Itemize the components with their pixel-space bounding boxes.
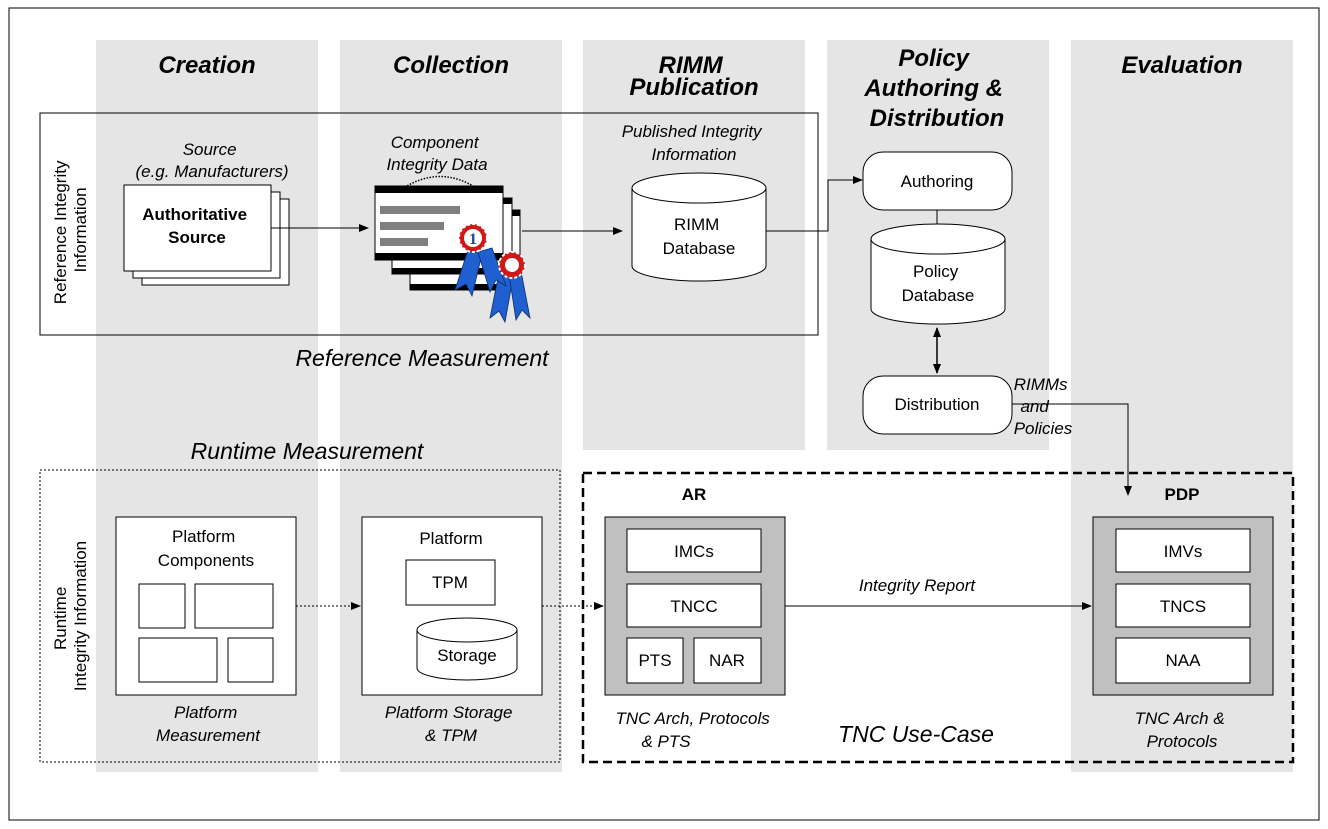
tncc-label: TNCC xyxy=(670,597,717,616)
distribution-label: Distribution xyxy=(894,395,979,414)
ar-caption: TNC Arch, Protocols & PTS xyxy=(615,709,774,751)
reference-side-label-line-2: Information xyxy=(71,187,90,272)
certificate-bar xyxy=(380,222,444,230)
platform-components-line-1: Platform xyxy=(172,527,235,546)
nar-box xyxy=(693,637,762,684)
tncs-label: TNCS xyxy=(1160,597,1206,616)
column-title-evaluation: Evaluation xyxy=(1121,52,1242,79)
policy-database-cylinder xyxy=(870,223,1006,325)
rimms-policies-label: RIMMs and Policies xyxy=(1014,375,1073,438)
rimms-policies-line-1: RIMMs xyxy=(1014,375,1068,394)
authoritative-source-box xyxy=(123,184,272,272)
tpm-label: TPM xyxy=(432,573,468,592)
reference-side-label-line-1: Reference Integrity xyxy=(51,160,70,304)
component-block xyxy=(227,637,274,683)
ar-caption-line-1: TNC Arch, Protocols xyxy=(615,709,770,728)
policy-database-label: Policy Database xyxy=(902,262,975,305)
certificate-badge-number: 1 xyxy=(469,231,477,248)
platform-storage-caption-line-1: Platform Storage xyxy=(385,703,513,722)
column-title-policy-line-3: Distribution xyxy=(870,105,1005,132)
certificate-bar xyxy=(380,206,460,214)
authoritative-source-line-1: Authoritative xyxy=(142,205,247,224)
platform-storage-caption: Platform Storage & TPM xyxy=(385,703,517,745)
published-integrity-caption: Published Integrity Information xyxy=(622,122,767,164)
certificate-stack-icon xyxy=(374,175,531,324)
rimms-policies-line-3: Policies xyxy=(1014,419,1073,438)
component-integrity-caption: Component Integrity Data xyxy=(386,133,487,174)
pdp-caption-line-2: Protocols xyxy=(1147,732,1218,751)
component-block xyxy=(138,583,186,629)
policy-database-line-2: Database xyxy=(902,286,975,305)
rimms-policies-line-2: and xyxy=(1020,397,1049,416)
runtime-side-label-line-2: Integrity Information xyxy=(71,541,90,691)
column-title-policy-line-1: Policy xyxy=(898,45,970,72)
distribution-box xyxy=(862,375,1013,435)
platform-components-line-2: Components xyxy=(158,551,254,570)
rimm-database-line-1: RIMM xyxy=(674,215,719,234)
storage-label: Storage xyxy=(437,646,497,665)
component-integrity-caption-line-1: Component xyxy=(391,133,480,152)
tncc-box xyxy=(626,583,762,628)
pdp-title: PDP xyxy=(1165,485,1200,504)
authoring-label: Authoring xyxy=(901,172,974,191)
tncs-box xyxy=(1115,583,1251,628)
runtime-measurement-title: Runtime Measurement xyxy=(191,438,425,464)
tpm-box xyxy=(405,559,496,606)
column-title-policy-line-2: Authoring & xyxy=(863,75,1003,102)
pdp-caption: TNC Arch & Protocols xyxy=(1135,709,1230,751)
pts-box xyxy=(626,637,684,684)
source-caption-line-2: (e.g. Manufacturers) xyxy=(135,162,288,181)
rimm-database-label: RIMM Database xyxy=(663,215,736,258)
imcs-box xyxy=(626,528,762,573)
naa-label: NAA xyxy=(1166,651,1202,670)
pdp-caption-line-1: TNC Arch & xyxy=(1135,709,1225,728)
platform-measurement-line-2: Measurement xyxy=(156,726,261,745)
rimm-database-cylinder xyxy=(631,172,767,282)
imvs-box xyxy=(1115,528,1251,573)
nar-label: NAR xyxy=(709,651,745,670)
imcs-label: IMCs xyxy=(674,542,714,561)
published-integrity-caption-line-1: Published Integrity xyxy=(622,122,763,141)
column-title-rimm-publication: RIMM Publication xyxy=(629,52,758,101)
storage-cylinder xyxy=(416,617,518,681)
component-block xyxy=(194,583,274,629)
rimm-database-line-2: Database xyxy=(663,239,736,258)
component-integrity-caption-line-2: Integrity Data xyxy=(386,155,487,174)
runtime-measurement-box xyxy=(39,469,561,763)
column-title-creation: Creation xyxy=(158,52,255,79)
tnc-use-case-title: TNC Use-Case xyxy=(838,721,994,747)
platform-components-label: Platform Components xyxy=(158,527,254,570)
column-title-policy: Policy Authoring & Distribution xyxy=(863,45,1009,132)
certificate-bar xyxy=(380,238,428,246)
authoritative-source-line-2: Source xyxy=(168,228,226,247)
platform-measurement-caption: Platform Measurement xyxy=(156,703,261,745)
source-caption-line-1: Source xyxy=(183,140,237,159)
pts-label: PTS xyxy=(638,651,671,670)
authoritative-source-label: Authoritative Source xyxy=(142,205,252,247)
column-title-rimm-line-1: RIMM xyxy=(659,52,724,79)
integrity-report-label: Integrity Report xyxy=(859,576,976,595)
runtime-side-label-line-1: Runtime xyxy=(51,587,70,650)
runtime-side-label: Runtime Integrity Information xyxy=(51,541,90,691)
column-title-collection: Collection xyxy=(393,52,509,79)
tnc-use-case-box xyxy=(581,471,1295,764)
component-block xyxy=(138,637,218,683)
policy-database-line-1: Policy xyxy=(913,262,959,281)
distribution-to-pdp-arrow xyxy=(1012,403,1132,496)
reference-measurement-box xyxy=(39,112,819,336)
published-integrity-caption-line-2: Information xyxy=(651,145,736,164)
platform-label: Platform xyxy=(419,529,482,548)
reference-measurement-title: Reference Measurement xyxy=(295,345,550,371)
imvs-label: IMVs xyxy=(1164,542,1203,561)
ar-title: AR xyxy=(682,485,707,504)
ar-caption-line-2: & PTS xyxy=(641,732,691,751)
reference-side-label: Reference Integrity Information xyxy=(51,156,90,304)
column-title-rimm-line-2: Publication xyxy=(629,74,758,101)
platform-storage-caption-line-2: & TPM xyxy=(425,726,478,745)
platform-measurement-line-1: Platform xyxy=(174,703,237,722)
source-caption: Source (e.g. Manufacturers) xyxy=(135,140,288,181)
rimm-to-authoring-arrow xyxy=(766,176,863,232)
naa-box xyxy=(1115,637,1251,684)
